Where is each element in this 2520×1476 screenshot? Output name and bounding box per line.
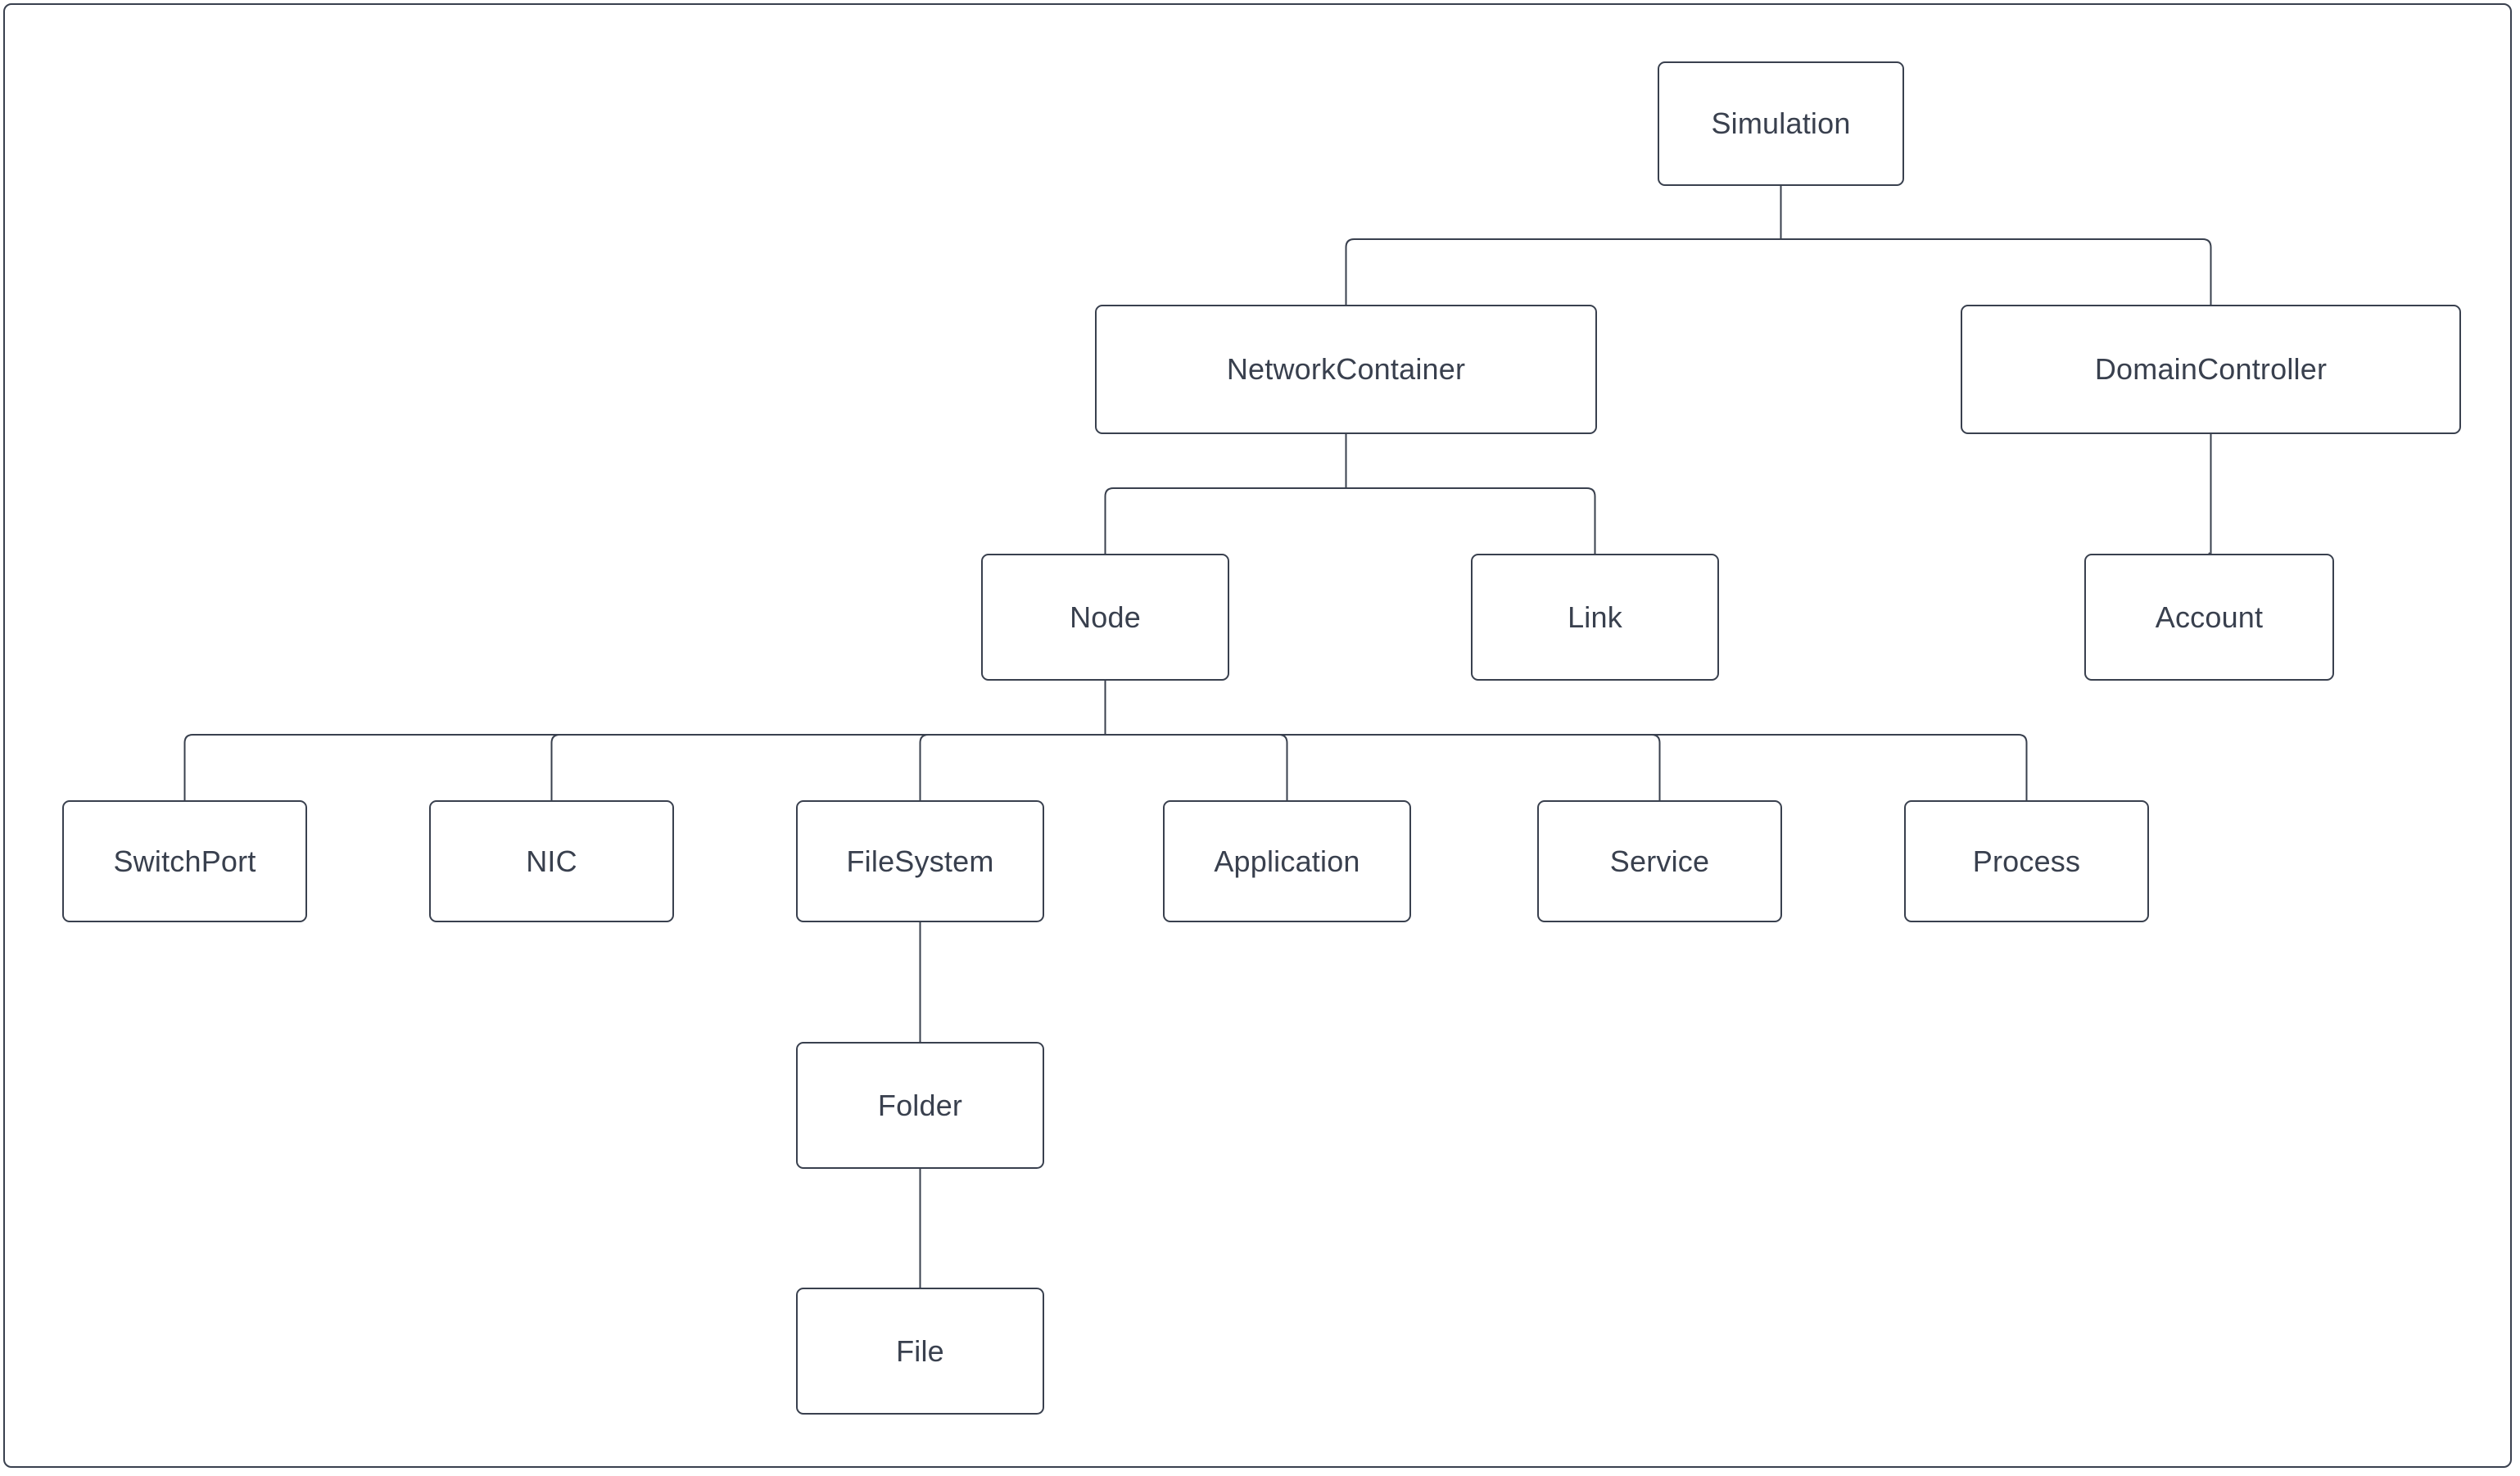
class-box-service[interactable]: Service	[1537, 800, 1782, 922]
class-box-label: Account	[2155, 600, 2264, 634]
class-box-label: DomainController	[2094, 352, 2328, 387]
class-box-process[interactable]: Process	[1904, 800, 2149, 922]
connector-node-filesystem	[919, 734, 930, 801]
class-box-switchport[interactable]: SwitchPort	[62, 800, 307, 922]
connector-node-nic	[550, 734, 561, 801]
class-box-label: NIC	[526, 844, 577, 878]
class-box-domaincontroller[interactable]: DomainController	[1961, 305, 2461, 434]
class-box-label: Service	[1609, 844, 1710, 878]
class-box-application[interactable]: Application	[1163, 800, 1411, 922]
connector-networkcontainer-link	[1586, 487, 1596, 555]
class-box-node[interactable]: Node	[981, 554, 1229, 681]
connector-node-process	[2017, 734, 2028, 801]
class-box-file[interactable]: File	[796, 1288, 1044, 1415]
class-box-label: Folder	[877, 1088, 963, 1122]
connector-networkcontainer-node	[1104, 487, 1115, 555]
connector-node-application	[1278, 734, 1288, 801]
class-box-label: Application	[1214, 844, 1360, 878]
class-box-networkcontainer[interactable]: NetworkContainer	[1095, 305, 1597, 434]
class-box-label: FileSystem	[846, 844, 994, 878]
connector-node-service	[1650, 734, 1661, 801]
class-box-label: Process	[1972, 844, 2081, 878]
class-box-label: Simulation	[1711, 106, 1851, 141]
connector-node-switchport	[183, 734, 194, 801]
connector-simulation-domaincontroller	[2201, 238, 2212, 306]
class-box-label: NetworkContainer	[1226, 352, 1466, 387]
class-box-label: Link	[1568, 600, 1622, 634]
class-box-filesystem[interactable]: FileSystem	[796, 800, 1044, 922]
class-box-simulation[interactable]: Simulation	[1658, 61, 1904, 186]
class-box-link[interactable]: Link	[1471, 554, 1719, 681]
class-box-account[interactable]: Account	[2084, 554, 2334, 681]
class-box-label: Node	[1070, 600, 1141, 634]
connector-simulation-networkcontainer	[1345, 238, 1355, 306]
class-box-folder[interactable]: Folder	[796, 1042, 1044, 1169]
class-box-label: File	[896, 1333, 944, 1368]
class-box-label: SwitchPort	[113, 844, 256, 878]
class-box-nic[interactable]: NIC	[429, 800, 674, 922]
